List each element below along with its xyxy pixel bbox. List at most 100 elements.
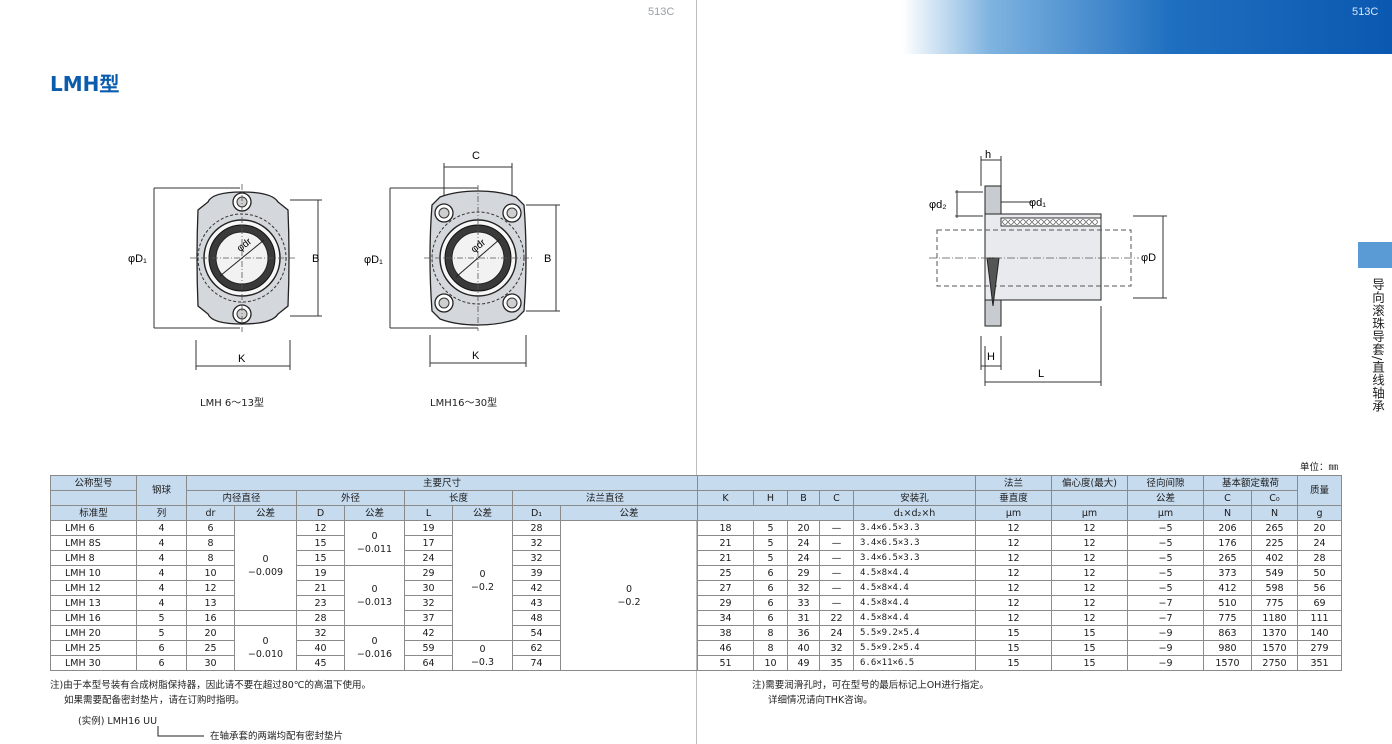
cell-H: 6	[753, 610, 788, 626]
cell-Cstat: 1180	[1250, 610, 1299, 626]
th-inner: 内径直径	[186, 490, 297, 506]
cell-H: 5	[753, 520, 788, 536]
drawing-side-section: h φd₂ φd₁ φD H L	[929, 149, 1167, 386]
cell-B: 49	[787, 655, 820, 671]
th-load: 基本额定载荷	[1202, 475, 1299, 491]
label-d1-small: φd₁	[1029, 197, 1046, 209]
label-h-small: h	[985, 149, 991, 161]
cell-ecc: 12	[1051, 565, 1128, 581]
cell-Cstat: 775	[1250, 595, 1299, 611]
cell-ball: 6	[136, 640, 187, 656]
cell-perp: 15	[975, 625, 1052, 641]
drawing-lmh16-30: φdr C φD₁ B K	[364, 150, 560, 367]
cell-K: 34	[697, 610, 754, 626]
cell-Cstat: 598	[1250, 580, 1299, 596]
cell-Cstat: 402	[1250, 550, 1299, 566]
th-clear: 径向间隙	[1127, 475, 1204, 491]
cell-inner-tol-blank	[234, 610, 297, 626]
cell-model: LMH 8S	[50, 535, 137, 551]
cell-Cstat: 225	[1250, 535, 1299, 551]
cell-H: 5	[753, 550, 788, 566]
th-L: L	[404, 505, 453, 521]
table-row: LMH 13 4 13 23 32 43	[50, 595, 698, 611]
cell-D1: 48	[512, 610, 561, 626]
cell-hole: 5.5×9.2×5.4	[853, 625, 976, 641]
cell-B: 32	[787, 580, 820, 596]
cell-mass: 50	[1297, 565, 1343, 581]
table-row: LMH 6 4 6 0−0.009 12 0−0.011 19 0−0.2 28…	[50, 520, 699, 671]
cell-hole: 4.5×8×4.4	[853, 610, 976, 626]
page-spine	[696, 0, 697, 744]
caption-fig1: LMH 6～13型	[200, 398, 264, 409]
cell-H: 6	[753, 595, 788, 611]
cell-D: 15	[296, 550, 345, 566]
cell-dr: 25	[186, 640, 235, 656]
label-d: φD	[1141, 252, 1156, 264]
th-ecc-blank	[1051, 490, 1128, 506]
cell-Cdyn: 373	[1203, 565, 1252, 581]
cell-K: 21	[697, 535, 754, 551]
cell-D: 19	[296, 565, 345, 581]
cell-L: 37	[404, 610, 453, 626]
th-outer: 外径	[296, 490, 405, 506]
cell-D1: 74	[512, 655, 561, 671]
cell-dr: 13	[186, 595, 235, 611]
cell-hole: 4.5×8×4.4	[853, 595, 976, 611]
label-c: C	[472, 150, 480, 162]
table-row: LMH 8S 4 8 15 17 32	[50, 535, 698, 551]
cell-mass: 28	[1297, 550, 1343, 566]
cell-D1: 32	[512, 550, 561, 566]
cell-ecc: 12	[1051, 550, 1128, 566]
cell-Cdyn: 1570	[1203, 655, 1252, 671]
spec-table-left: 公称型号 钢球 主要尺寸 内径直径 外径 长度 法兰直径 标准型 列 dr 公差…	[50, 475, 699, 671]
cell-perp: 12	[975, 595, 1052, 611]
cell-hole: 6.6×11×6.5	[853, 655, 976, 671]
label-d1-2: φD₁	[364, 254, 383, 266]
cell-L: 19	[404, 520, 453, 536]
cell-B: 29	[787, 565, 820, 581]
cell-model: LMH 25	[50, 640, 137, 656]
cell-clear: −5	[1127, 535, 1204, 551]
th-Cdyn: C	[1203, 490, 1252, 506]
cell-mass: 279	[1297, 640, 1343, 656]
th-D1: D₁	[512, 505, 561, 521]
cell-L: 32	[404, 595, 453, 611]
cell-Cdyn: 510	[1203, 595, 1252, 611]
cell-B: 33	[787, 595, 820, 611]
cell-ball: 5	[136, 625, 187, 641]
cell-L: 24	[404, 550, 453, 566]
th-flange-dia: 法兰直径	[511, 490, 699, 506]
note-example: (实例) LMH16 UU	[78, 716, 158, 727]
cell-ball: 5	[136, 610, 187, 626]
th-ball: 钢球	[136, 475, 187, 506]
cell-clear: −9	[1127, 655, 1204, 671]
side-tab-label: 导向滚珠导套/直线轴承	[1370, 278, 1385, 413]
cell-C: 32	[819, 640, 854, 656]
th-clear-unit: μm	[1127, 505, 1204, 521]
cell-B: 24	[787, 550, 820, 566]
th-model-blank	[50, 490, 137, 506]
cell-ball: 4	[136, 580, 187, 596]
cell-perp: 12	[975, 565, 1052, 581]
cell-H: 5	[753, 535, 788, 551]
cell-mass: 351	[1297, 655, 1343, 671]
cell-outer-tol-a: 0−0.011	[344, 520, 405, 566]
cell-Cstat: 1570	[1250, 640, 1299, 656]
cell-clear: −5	[1127, 520, 1204, 536]
cell-dr: 10	[186, 565, 235, 581]
label-h-big: H	[987, 351, 995, 363]
cell-H: 6	[753, 580, 788, 596]
cell-model: LMH 13	[50, 595, 137, 611]
cell-Cdyn: 412	[1203, 580, 1252, 596]
cell-clear: −5	[1127, 580, 1204, 596]
cell-L: 59	[404, 640, 453, 656]
cell-Cstat: 1370	[1250, 625, 1299, 641]
th-dr: dr	[186, 505, 235, 521]
cell-D1: 43	[512, 595, 561, 611]
cell-Cdyn: 176	[1203, 535, 1252, 551]
cell-C: —	[819, 535, 854, 551]
cell-hole: 3.4×6.5×3.3	[853, 535, 976, 551]
th-kbhc-blank	[697, 505, 854, 521]
